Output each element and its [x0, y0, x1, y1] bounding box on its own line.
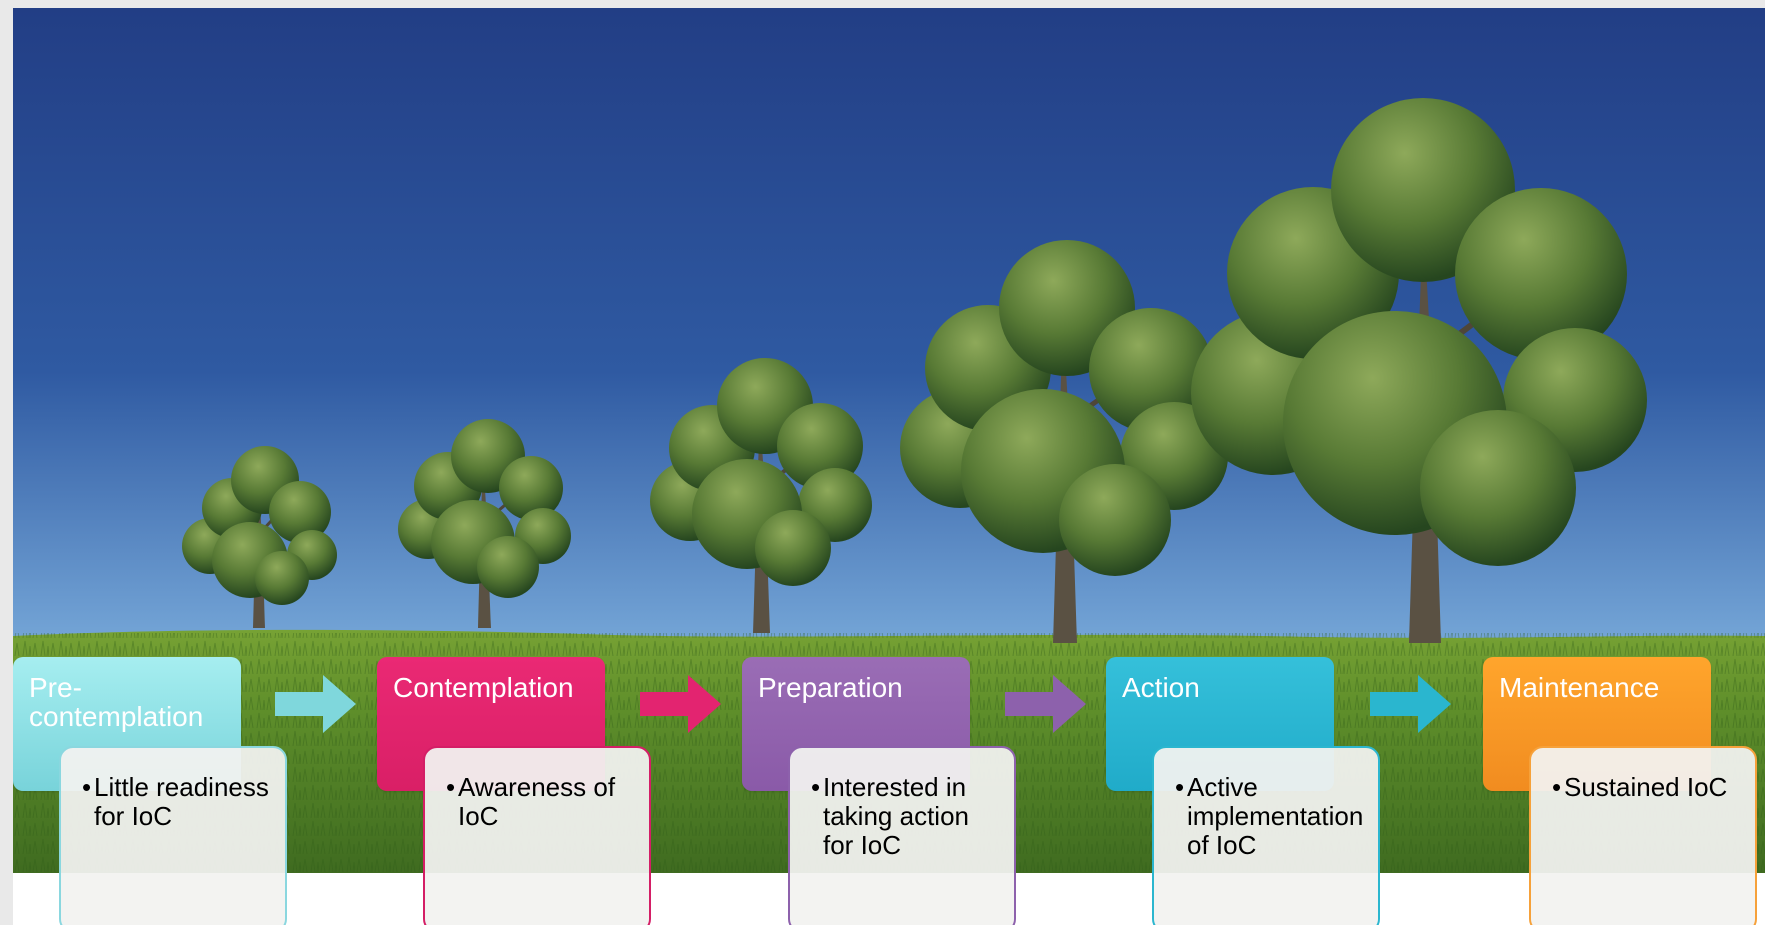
bullet-list-item: • Interested in taking action for IoC [811, 773, 998, 860]
stage-description: Awareness of IoC [458, 772, 616, 831]
bullet-list-item: • Awareness of IoC [446, 773, 633, 831]
bullet-icon: • [1175, 772, 1185, 802]
right-arrow-icon [640, 675, 721, 733]
presentation-slide: Pre-contemplation • Little readiness for… [13, 8, 1765, 925]
stage-description-card: • Sustained IoC [1529, 746, 1757, 925]
right-arrow-icon [275, 675, 356, 733]
right-arrow-icon [1370, 675, 1451, 733]
tree-icon [1191, 98, 1647, 643]
bullet-list-item: • Active implementation of IoC [1175, 772, 1364, 860]
bullet-icon: • [811, 772, 821, 802]
stage-description: Sustained IoC [1564, 772, 1728, 802]
stage-description-card: • Active implementation of IoC [1152, 746, 1380, 925]
stage-description-card: • Awareness of IoC [423, 746, 651, 925]
tree-icon [398, 419, 571, 628]
bullet-icon: • [1552, 772, 1562, 802]
bullet-icon: • [446, 772, 456, 802]
bullet-list-item: • Sustained IoC [1552, 773, 1739, 802]
tree-icon [900, 240, 1228, 643]
stage-description: Little readiness for IoC [94, 772, 269, 831]
stage-description: Interested in taking action for IoC [823, 772, 969, 860]
stage-description-card: • Interested in taking action for IoC [788, 746, 1016, 925]
stage-description-card: • Little readiness for IoC [59, 746, 287, 925]
right-arrow-icon [1005, 675, 1086, 733]
stage-description: Active implementation of IoC [1187, 772, 1364, 860]
bullet-icon: • [82, 772, 92, 802]
tree-icon [650, 358, 872, 633]
stages-of-change-process: Pre-contemplation • Little readiness for… [13, 8, 1765, 925]
tree-icon [182, 446, 337, 628]
bullet-list-item: • Little readiness for IoC [82, 773, 269, 831]
